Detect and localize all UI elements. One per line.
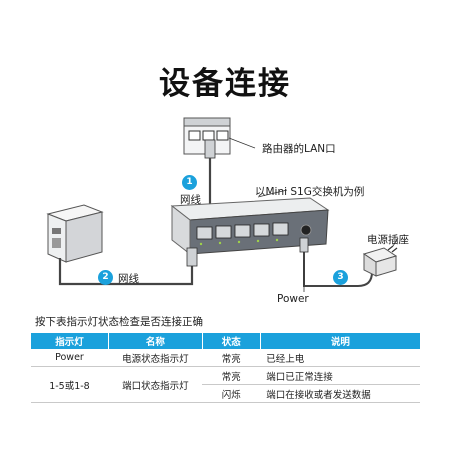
cell-status: 常亮 [202,366,261,385]
router-lan-label: 路由器的LAN口 [262,143,336,155]
cell-status: 常亮 [202,349,261,367]
example-leader [257,189,288,198]
table-row: 1-5或1-8 端口状态指示灯 常亮 端口已正常连接 [30,366,420,403]
cable-2 [58,258,194,286]
step-badge-1: 1 [182,175,197,190]
power-adapter-icon [362,245,398,277]
page-title: 设备连接 [159,66,291,102]
step-badge-2: 2 [98,270,113,285]
cell-indicator: 1-5或1-8 [30,366,109,403]
computer-tower-icon [46,204,104,263]
header-indicator: 指示灯 [30,333,109,349]
outlet-leader [392,237,399,247]
router-lan-leader [228,137,256,149]
cell-status: 闪烁 [202,384,261,403]
power-label: Power [277,293,309,305]
indicator-table: 指示灯 名称 状态 说明 Power 电源状态指示灯 常亮 已经上电 1-5或1… [30,333,420,403]
cell-description: 端口已正常连接 [260,366,420,385]
example-label: 以Mini S1G交换机为例 [255,186,365,198]
header-status: 状态 [201,333,261,349]
switch-icon [170,197,330,256]
table-row: 闪烁 端口在接收或者发送数据 [31,384,420,403]
header-name: 名称 [107,333,203,349]
step-badge-3: 3 [333,270,348,285]
table-hint: 按下表指示灯状态检查是否连接正确 [35,316,203,328]
cable-2-label: 网线 [118,273,139,285]
router-icon [183,117,231,155]
cell-name: 端口状态指示灯 [108,366,203,403]
table-header-row: 指示灯 名称 状态 说明 [30,333,420,349]
cell-description: 端口在接收或者发送数据 [260,384,420,403]
cable-1-label: 网线 [180,194,201,206]
cell-indicator: Power [30,349,109,367]
cell-name: 电源状态指示灯 [108,349,203,367]
header-description: 说明 [259,333,420,349]
power-outlet-label: 电源插座 [367,234,409,246]
cell-description: 已经上电 [260,349,420,367]
table-row: Power 电源状态指示灯 常亮 已经上电 [30,349,420,367]
connection-diagram [46,117,399,292]
